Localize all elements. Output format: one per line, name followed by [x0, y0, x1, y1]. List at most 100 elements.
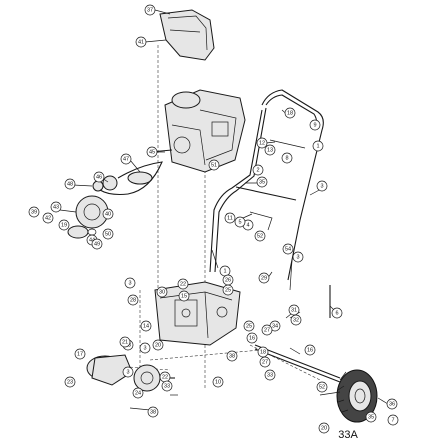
callout-number: 9: [313, 122, 316, 128]
callout-circle: [177, 278, 189, 290]
callout-circle: [102, 228, 114, 240]
callout-38: 38: [147, 406, 159, 418]
callout-14: 14: [140, 320, 152, 332]
wheel-axle: [254, 344, 378, 423]
callout-30: 30: [156, 286, 168, 298]
callout-16: 16: [304, 344, 316, 356]
callout-number: 32: [293, 317, 299, 323]
callout-number: 38: [229, 353, 235, 359]
callout-number: 22: [180, 281, 186, 287]
callout-circle: [178, 290, 190, 302]
callout-number: 16: [249, 335, 255, 341]
callout-33: 33: [161, 380, 173, 392]
callout-circle: [365, 411, 377, 423]
callout-26: 26: [222, 274, 234, 286]
callout-circle: [312, 140, 324, 152]
callout-number: 20: [321, 425, 327, 431]
callout-27: 27: [259, 356, 271, 368]
handle-assembly: [209, 89, 324, 291]
callout-number: 3: [320, 183, 323, 189]
callout-number: 49: [94, 241, 100, 247]
callout-circle: [208, 159, 220, 171]
callout-number: 22: [162, 374, 168, 380]
callout-circle: [243, 320, 255, 332]
callout-17: 17: [74, 348, 86, 360]
callout-number: 1: [223, 268, 226, 274]
callout-circle: [74, 348, 86, 360]
figure-caption: 33A: [338, 429, 358, 441]
callout-number: 33: [267, 372, 273, 378]
callout-50: 50: [102, 228, 114, 240]
callout-number: 52: [257, 233, 263, 239]
callout-5: 5: [234, 216, 246, 228]
callout-13: 13: [264, 144, 276, 156]
callout-3: 3: [139, 342, 151, 354]
callout-20: 20: [152, 339, 164, 351]
frame-housing: [154, 281, 241, 346]
callout-circle: [212, 376, 224, 388]
callout-circle: [28, 206, 40, 218]
callout-circle: [64, 178, 76, 190]
callout-42: 42: [42, 212, 54, 224]
callout-3: 3: [292, 251, 304, 263]
callout-circle: [93, 171, 105, 183]
callout-46: 46: [93, 171, 105, 183]
pulley-assembly: [67, 161, 163, 239]
callout-19: 19: [58, 219, 70, 231]
callout-1: 1: [312, 140, 324, 152]
callout-number: 26: [225, 277, 231, 283]
callout-circle: [127, 294, 139, 306]
callout-number: 51: [211, 162, 217, 168]
callout-circle: [42, 212, 54, 224]
callout-18: 18: [257, 346, 269, 358]
callout-number: 23: [67, 379, 73, 385]
callout-circle: [318, 422, 330, 434]
callout-circle: [257, 346, 269, 358]
callout-number: 39: [31, 209, 37, 215]
callout-33: 33: [264, 369, 276, 381]
callout-number: 25: [246, 323, 252, 329]
callout-number: 25: [225, 287, 231, 293]
callout-circle: [135, 36, 147, 48]
callout-number: 37: [147, 7, 153, 13]
callout-circle: [281, 152, 293, 164]
callout-3: 3: [316, 180, 328, 192]
callout-number: 18: [287, 110, 293, 116]
callout-23: 23: [64, 376, 76, 388]
callout-number: 6: [335, 310, 338, 316]
callout-number: 13: [267, 147, 273, 153]
callout-38: 38: [226, 350, 238, 362]
callout-34: 34: [269, 320, 281, 332]
callout-39: 39: [28, 206, 40, 218]
callout-circle: [258, 272, 270, 284]
callout-8: 8: [281, 152, 293, 164]
callout-6: 6: [331, 307, 343, 319]
callout-circle: [124, 277, 136, 289]
callout-7: 7: [387, 414, 399, 426]
callout-number: 15: [181, 293, 187, 299]
callout-number: 44: [89, 237, 95, 243]
callout-35: 35: [256, 176, 268, 188]
callout-number: 3: [126, 369, 129, 375]
callout-circle: [288, 304, 300, 316]
callout-number: 52: [319, 384, 325, 390]
callout-number: 46: [96, 174, 102, 180]
callout-circle: [161, 380, 173, 392]
callout-circle: [259, 356, 271, 368]
callout-number: 38: [150, 409, 156, 415]
callout-31: 31: [288, 304, 300, 316]
callout-circle: [91, 238, 103, 250]
callout-32: 32: [290, 314, 302, 326]
callout-number: 3: [296, 254, 299, 260]
callout-circle: [386, 398, 398, 410]
callout-number: 8: [285, 155, 288, 161]
callout-number: 7: [391, 417, 394, 423]
callout-number: 5: [238, 219, 241, 225]
callout-circle: [226, 350, 238, 362]
callout-number: 34: [272, 323, 278, 329]
callout-circle: [122, 366, 134, 378]
callout-25: 25: [222, 284, 234, 296]
callout-9: 9: [309, 119, 321, 131]
callout-circle: [309, 119, 321, 131]
